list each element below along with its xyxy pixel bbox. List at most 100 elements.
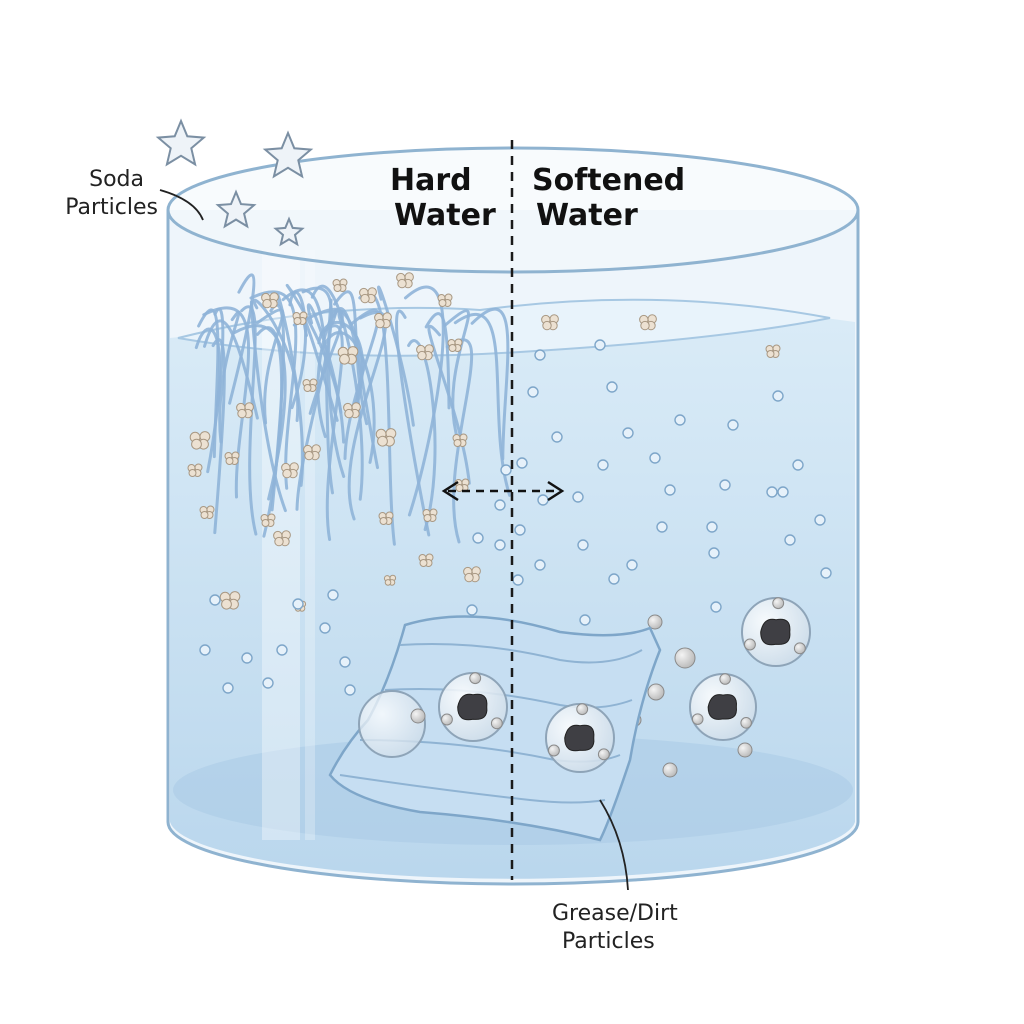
softened-water-title: Softened Water — [532, 163, 685, 233]
bubble — [792, 459, 804, 471]
bubble — [674, 414, 686, 426]
bubble — [608, 573, 620, 585]
soda-particle — [332, 278, 348, 292]
soda-particle — [378, 511, 394, 525]
grease-label-line2: Particles — [562, 929, 655, 954]
fiber-strand — [445, 338, 474, 544]
fiber-strand — [256, 308, 285, 425]
soda-particle — [765, 344, 781, 358]
fiber-strand — [194, 327, 222, 407]
bubble — [500, 464, 512, 476]
fiber-tangle — [194, 273, 512, 546]
fiber-strand — [343, 308, 380, 460]
bubble — [527, 386, 539, 398]
fiber-strand — [337, 309, 363, 415]
soda-particle — [261, 292, 279, 309]
bubble — [577, 539, 589, 551]
soda-particle — [359, 287, 377, 304]
soda-particle — [302, 378, 318, 392]
fiber-strand — [281, 288, 334, 495]
bubble — [626, 559, 638, 571]
soda-particle — [236, 402, 254, 419]
fiber-strand — [407, 339, 437, 532]
hard-water-title-line2: Water — [394, 198, 496, 233]
bubble — [537, 494, 549, 506]
bubble — [649, 452, 661, 464]
soda-particle — [343, 402, 361, 419]
bubble — [512, 574, 524, 586]
bubble — [572, 491, 584, 503]
bubble — [706, 521, 718, 533]
dirt-particle-bubble — [438, 672, 508, 742]
surfactant-sphere — [674, 647, 696, 669]
surfactant-sphere — [647, 614, 663, 630]
bubble — [594, 339, 606, 351]
bubble — [727, 419, 739, 431]
empty-bubble — [358, 690, 426, 758]
soda-particle — [437, 293, 453, 307]
bubble — [241, 652, 253, 664]
bubble — [319, 622, 331, 634]
bubble — [664, 484, 676, 496]
fiber-strand — [310, 284, 364, 501]
soda-particle — [454, 478, 470, 492]
fiber-strand — [427, 324, 471, 485]
bubble — [772, 390, 784, 402]
dirt-particle-bubble — [545, 703, 615, 773]
dirt-particle-bubble — [689, 673, 757, 741]
fiber-strand — [424, 312, 451, 410]
bubble — [777, 486, 789, 498]
bubble — [784, 534, 796, 546]
soda-particle — [418, 553, 434, 567]
soda-particle — [416, 344, 434, 361]
softened-water-title-line2: Water — [536, 198, 638, 233]
fiber-strand — [240, 305, 258, 536]
softened-water-title-line1: Softened — [532, 163, 686, 198]
bubble — [339, 656, 351, 668]
fiber-strand — [395, 309, 431, 537]
bubble — [292, 598, 304, 610]
bubble — [551, 431, 563, 443]
fiber-strand — [211, 338, 226, 535]
bubble — [199, 644, 211, 656]
fiber-strand — [453, 313, 512, 497]
bubble — [622, 427, 634, 439]
bubble — [597, 459, 609, 471]
bubble — [708, 547, 720, 559]
bubble — [262, 677, 274, 689]
soda-particle — [422, 508, 438, 522]
grease-leader-line — [599, 799, 629, 891]
soda-label-line2: Particles — [65, 195, 158, 220]
bubble — [209, 594, 221, 606]
star-icons — [155, 118, 314, 247]
bubble — [534, 559, 546, 571]
bubble — [327, 589, 339, 601]
hard-water-title-line1: Hard — [390, 163, 472, 198]
surfactant-sphere — [662, 762, 678, 778]
fiber-strand — [288, 290, 308, 410]
soda-particle — [463, 566, 481, 583]
bubble — [656, 521, 668, 533]
star-icon — [262, 130, 314, 179]
surfactant-sphere — [737, 742, 753, 758]
bubble — [814, 514, 826, 526]
star-icon — [273, 216, 305, 247]
star-icon — [215, 189, 257, 229]
bubble — [719, 479, 731, 491]
grease-label-line1: Grease/Dirt — [552, 901, 678, 926]
soda-particle — [337, 346, 359, 365]
soda-particle — [260, 513, 276, 527]
soda-particle — [375, 428, 397, 447]
soda-particle — [396, 272, 414, 289]
fiber-strand — [218, 310, 241, 444]
soda-label-line1: Soda — [89, 167, 144, 192]
soda-particle — [541, 314, 559, 331]
surfactant-sphere — [647, 683, 665, 701]
star-icon — [155, 118, 207, 167]
bubble — [820, 567, 832, 579]
fiber-strand — [269, 303, 286, 512]
soda-particle — [452, 433, 468, 447]
grease-label: Grease/Dirt Particles — [552, 900, 678, 956]
fiber-strand — [404, 285, 445, 517]
bubble — [534, 349, 546, 361]
